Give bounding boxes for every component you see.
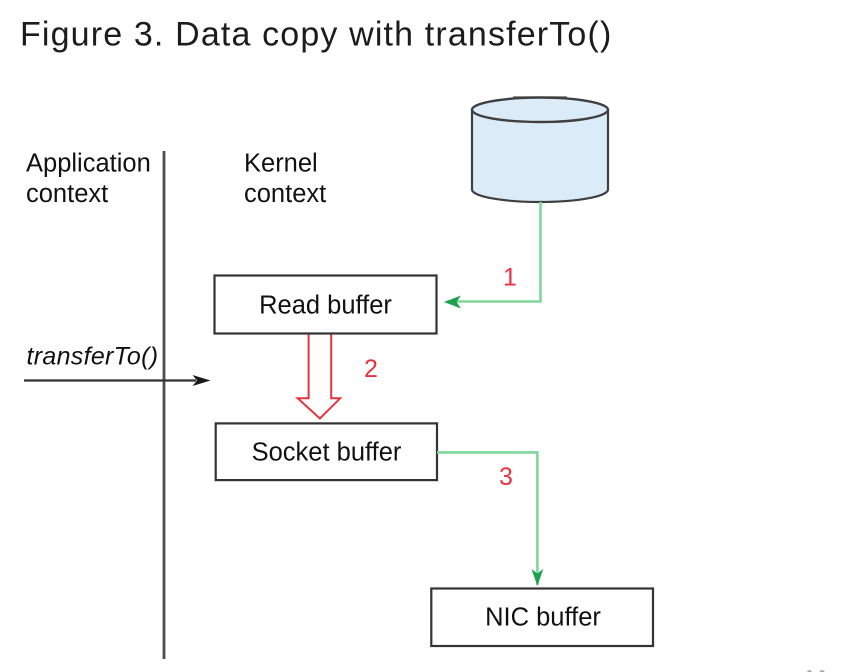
svg-text:Socket buffer: Socket buffer xyxy=(252,439,402,467)
svg-text:3: 3 xyxy=(499,463,513,491)
svg-text:NIC buffer: NIC buffer xyxy=(485,604,601,632)
svg-text:Application: Application xyxy=(26,150,151,178)
svg-text:context: context xyxy=(26,180,108,208)
svg-text:Figure 3. Data copy with trans: Figure 3. Data copy with transferTo() xyxy=(20,16,612,54)
svg-text:Kernel: Kernel xyxy=(244,150,318,178)
svg-text:transferTo(): transferTo() xyxy=(27,343,159,371)
svg-text:2: 2 xyxy=(364,355,378,383)
svg-text:1: 1 xyxy=(503,264,517,292)
svg-text:Read buffer: Read buffer xyxy=(259,292,392,320)
svg-text:context: context xyxy=(244,180,326,208)
